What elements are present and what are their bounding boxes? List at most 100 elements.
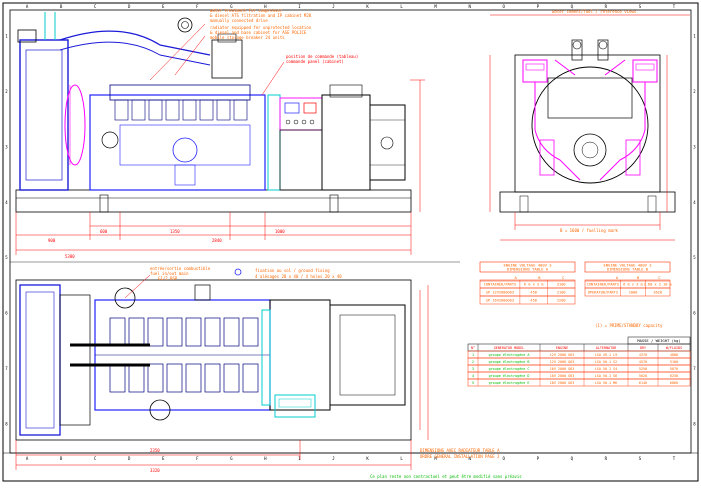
table-cell: CONTAINER/PARTS (484, 282, 516, 286)
border-col-label-top: O (503, 4, 506, 9)
weight-table-cell: 18V 2000 G63 (550, 381, 575, 385)
plan-cylinder (147, 363, 164, 393)
table-cell: SP 12V2000G63 (486, 290, 514, 294)
side-note-line-4: radiator equipped for unprotected locati… (210, 25, 312, 30)
side-fuel-cap-detail (177, 17, 193, 33)
plan-cylinder (242, 317, 259, 347)
border-col-label-bottom: P (537, 456, 540, 461)
table-header-cell: C (658, 275, 660, 280)
plan-air-filter-b (149, 399, 171, 421)
border-col-label-bottom: J (332, 456, 334, 461)
border-col-label-bottom: B (60, 456, 63, 461)
border-col-label-top: J (332, 4, 334, 9)
border-col-label-bottom: M (434, 456, 437, 461)
table-cell: SP 16V2000G63 (486, 298, 514, 302)
side-cylinder-head (182, 99, 197, 121)
border-col-label-top: M (434, 4, 437, 9)
border-row-label-left: 7 (5, 366, 8, 371)
footer-note-line-2: ORDRE GENERAL INSTALLATION PAGE 2 (420, 454, 500, 459)
border-col-label-top: H (264, 4, 267, 9)
weight-table-cell: 4570 (639, 360, 647, 364)
border-col-label-bottom: T (673, 456, 676, 461)
table-cell: 1000 (629, 290, 638, 294)
plan-air-filter-a (114, 287, 136, 309)
plan-view (15, 268, 429, 470)
border-col-label-bottom: G (230, 456, 233, 461)
side-note-line-3: manually connected drive (210, 18, 268, 23)
border-row-label-left: 5 (5, 255, 8, 260)
plan-note-right-1: fixation au sol / ground fixing (255, 268, 330, 273)
side-dim-5: 1000 (275, 229, 285, 234)
plan-dim-1: 2350 (150, 448, 160, 453)
border-row-label-right: 5 (693, 255, 696, 260)
plan-control-panel (274, 394, 316, 418)
table-cell: 2200 (557, 298, 566, 302)
end-view-top-label: water cement/fuel / reference views (552, 9, 637, 14)
side-dim-1: 900 (48, 238, 56, 243)
side-cylinder-head (114, 99, 129, 121)
weight-table-cell: 6860 (670, 381, 678, 385)
border-col-label-bottom: D (128, 456, 131, 461)
side-radiator (19, 39, 69, 191)
border-col-label-top: E (162, 4, 165, 9)
weight-table-header-cell: W/FLUIDS (666, 346, 682, 350)
plan-cylinder (223, 317, 240, 347)
side-cylinder-head (233, 99, 248, 121)
weight-table-cell: 5 (472, 381, 474, 385)
side-dim-3: 1350 (170, 229, 180, 234)
weight-table-cell: 12V 2000 G63 (550, 353, 575, 357)
side-note-line-6: mobile storage breaker 24 units (210, 35, 285, 40)
weight-table-cell: 6140 (639, 381, 647, 385)
weight-table-cell: LSA 50.1 S2 (595, 360, 617, 364)
end-alternator-housing (531, 66, 649, 184)
table-header-cell: C (562, 275, 564, 280)
side-engine-block (89, 94, 266, 191)
border-col-label-top: L (400, 4, 403, 9)
weight-table-cell: LSA 50.1 S4 (595, 367, 617, 371)
border-col-label-bottom: F (196, 456, 199, 461)
panel-note-line-2: commande panel (cabinet) (286, 59, 344, 64)
border-col-label-top: C (94, 4, 97, 9)
weight-table-cell: 4880 (670, 353, 678, 357)
border-col-label-top: S (639, 4, 642, 9)
weight-table-cell: LSA 49.1 L9 (595, 353, 617, 357)
border-row-label-right: 4 (693, 200, 696, 205)
border-col-label-top: F (196, 4, 199, 9)
side-cylinder-head (216, 99, 231, 121)
border-col-label-top: P (537, 4, 540, 9)
table-title: ENGINE VOLTAGE 400V 3 (603, 263, 651, 268)
plan-cylinder (166, 363, 183, 393)
plan-cylinder-bank-b (109, 363, 259, 393)
weight-table-cell: 5620 (639, 374, 647, 378)
side-dim-total: 5380 (65, 254, 75, 259)
border-col-label-bottom: R (605, 456, 608, 461)
plan-note-left-3: G1/2 BSP (158, 276, 178, 281)
border-col-label-top: A (26, 4, 29, 9)
side-cylinder-head (165, 99, 180, 121)
table-cell: 6 m x 3 m (623, 282, 642, 286)
weight-table-cell: 4370 (639, 353, 647, 357)
table-title-box (584, 261, 671, 273)
border-row-label-left: 4 (5, 200, 8, 205)
table-title-box (479, 261, 576, 273)
border-col-label-top: T (673, 4, 676, 9)
table-header-cell: B (538, 275, 541, 280)
plan-cylinder (128, 363, 145, 393)
plan-ground-fixing-marker (234, 268, 242, 276)
border-col-label-bottom: C (94, 456, 97, 461)
weight-table-cell: groupe électrogène C (489, 367, 530, 371)
border-row-label-right: 6 (693, 311, 696, 316)
weight-table-cell: groupe électrogène E (489, 381, 530, 385)
side-dim-4: 2840 (212, 238, 222, 243)
weight-table-cell: groupe électrogène B (489, 360, 530, 364)
table-b-note: (1) = PRIME/STANDBY capacity (595, 323, 663, 328)
plan-cylinder (204, 363, 221, 393)
border-col-label-bottom: A (26, 456, 29, 461)
border-col-label-top: D (128, 4, 131, 9)
plan-note-right-2: 4 alésages 20 x 40 / 4 holes 20 x 40 (255, 274, 342, 279)
border-row-label-left: 8 (5, 421, 8, 426)
weight-table-cell: 16V 2000 G63 (550, 367, 575, 371)
weight-table-cell: groupe électrogène A (489, 353, 530, 357)
